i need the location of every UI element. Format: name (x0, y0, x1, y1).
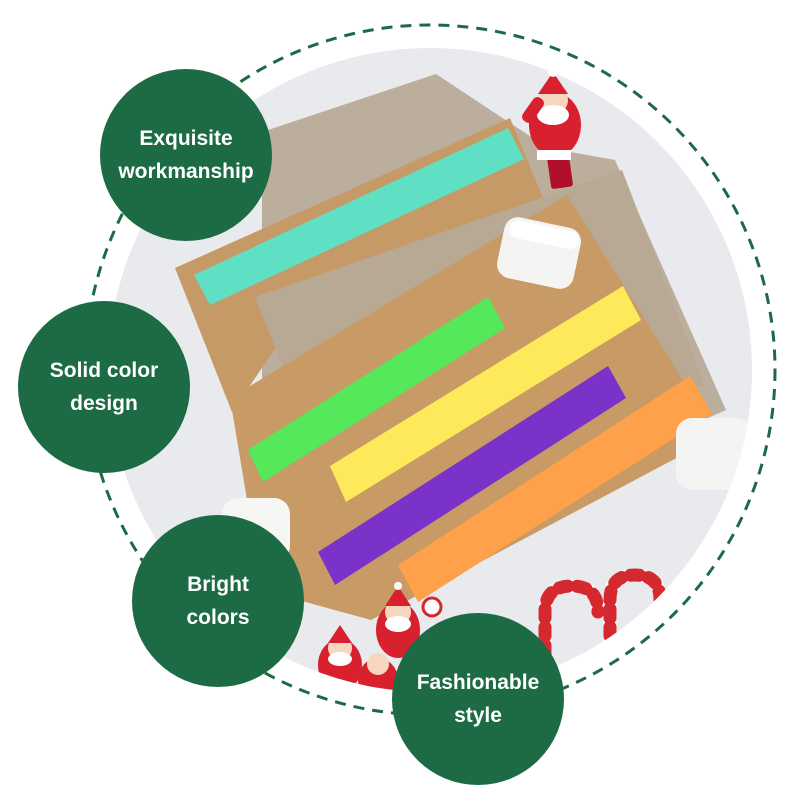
marshmallow (497, 217, 581, 289)
marshmallow (676, 418, 752, 490)
badge-line: Fashionable (416, 671, 540, 694)
santa-figure-icon (376, 582, 420, 658)
peppermint-icon (421, 596, 443, 618)
badge-exquisite-workmanship: Exquisite workmanship (100, 69, 272, 241)
tape-yellow (330, 286, 641, 502)
tape-purple (318, 366, 626, 585)
badge-line: Solid color (49, 359, 159, 382)
tape-green (248, 297, 505, 482)
badge-line: workmanship (118, 160, 254, 183)
badge-line: Bright (187, 573, 249, 596)
badge-fashionable-style: Fashionable style (392, 613, 564, 785)
badge-bright-colors: Bright colors (132, 515, 304, 687)
candy-cane-icon (538, 568, 667, 692)
badge-line: style (454, 704, 502, 727)
santa-clip-icon (522, 67, 581, 189)
tape-teal (194, 128, 524, 305)
badge-line: Exquisite (139, 127, 233, 150)
badge-line: design (70, 392, 138, 415)
badge-solid-color-design: Solid color design (18, 301, 190, 473)
badge-line: colors (186, 606, 250, 629)
tape-orange (398, 376, 712, 602)
